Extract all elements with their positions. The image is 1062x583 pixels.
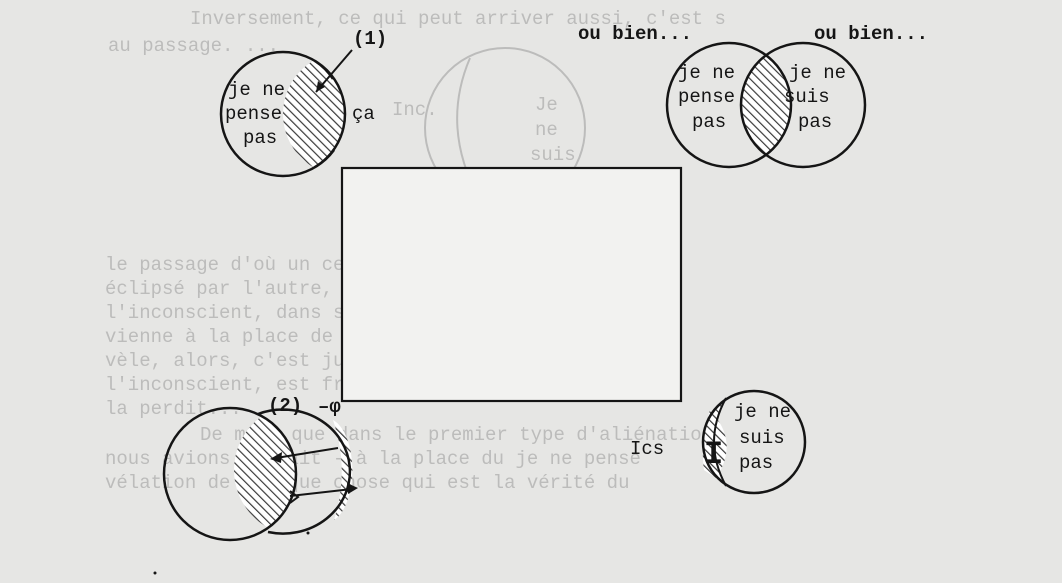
ghost-para2-line: nous avions c'était - à la place du je n… xyxy=(105,448,641,470)
text-je-ne: je ne xyxy=(734,401,791,423)
partial-left-arc xyxy=(713,397,727,487)
circle-left xyxy=(162,406,298,542)
ghost-para2-line: vélation de quelque chose qui est la vér… xyxy=(105,472,630,494)
circle-je-ne-suis-pas xyxy=(701,389,807,495)
text-je-ne: je ne xyxy=(789,62,846,84)
blank-rectangle xyxy=(340,166,683,403)
ghost-je-label: Je xyxy=(535,94,558,116)
text-je-ne: je ne xyxy=(678,62,735,84)
intersection-hatch xyxy=(234,408,296,536)
ou-bien-title-b: ou bien... xyxy=(814,23,928,45)
text-pas: pas xyxy=(739,452,773,474)
arrow-to-right xyxy=(289,488,353,497)
label-1: (1) xyxy=(353,28,387,50)
ghost-line-2: au passage. ... xyxy=(108,35,279,57)
phi-label: –φ xyxy=(318,396,341,418)
circle-je-ne-suis-pas xyxy=(739,41,867,169)
text-pense: pense xyxy=(678,86,735,108)
text-suis: suis xyxy=(784,86,830,108)
text-pas: pas xyxy=(692,111,726,133)
text-pas: pas xyxy=(243,127,277,149)
circle-je-ne-pense-pas xyxy=(665,41,793,169)
circle-je-ne-pense-pas xyxy=(219,50,347,178)
circle-ca-arc xyxy=(314,59,335,80)
diagram-2: ou bien... ou bien... je ne pense pas je… xyxy=(578,23,928,169)
intersection-hatch xyxy=(283,52,345,176)
label-2: (2) xyxy=(268,395,302,417)
ghost-para-line: la perdit... xyxy=(105,398,242,420)
circle-ca-arc xyxy=(314,149,336,169)
text-pas: pas xyxy=(798,111,832,133)
intersection-hatch xyxy=(741,43,791,167)
circle-right-arc xyxy=(257,408,352,535)
diagram-1: (1) je ne pense pas ça xyxy=(219,28,387,178)
ou-bien-title-a: ou bien... xyxy=(578,23,692,45)
ghost-inc-label: Inc. xyxy=(392,99,438,121)
ghost-line-1: Inversement, ce qui peut arriver aussi, … xyxy=(190,8,726,30)
hatch-right-lobe xyxy=(333,420,353,520)
ghost-ne-label: ne xyxy=(535,119,558,141)
text-ics: Ics xyxy=(630,438,664,460)
diagram-3: (2) –φ xyxy=(153,395,358,575)
arrow-to-left xyxy=(275,447,339,459)
ghost-suis-label: suis xyxy=(530,144,576,166)
text-pense: pense xyxy=(225,103,282,125)
ghost-para2-line: De même que dans le premier type d'alién… xyxy=(200,424,713,446)
text-je-ne: je ne xyxy=(228,79,285,101)
diagram-4: Ics I je ne suis pas xyxy=(630,389,807,495)
text-suis: suis xyxy=(739,427,785,449)
text-i: I xyxy=(704,436,723,473)
text-ca: ça xyxy=(352,103,375,125)
